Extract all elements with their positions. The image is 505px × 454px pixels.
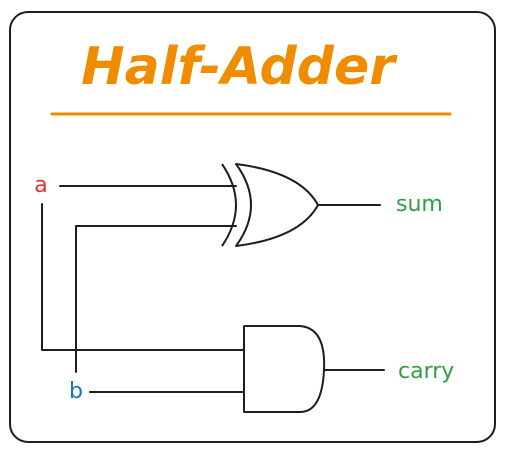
and-gate: [243, 325, 326, 413]
xor-gate: [221, 163, 319, 247]
wire-a: [41, 185, 245, 351]
diagram-frame: [9, 11, 496, 443]
input-a-label: a: [34, 173, 47, 198]
wire-b: [75, 225, 245, 393]
input-b-label: b: [69, 379, 83, 404]
output-sum-label: sum: [396, 192, 443, 217]
diagram-title: Half-Adder: [81, 37, 398, 97]
output-carry-label: carry: [398, 359, 454, 384]
